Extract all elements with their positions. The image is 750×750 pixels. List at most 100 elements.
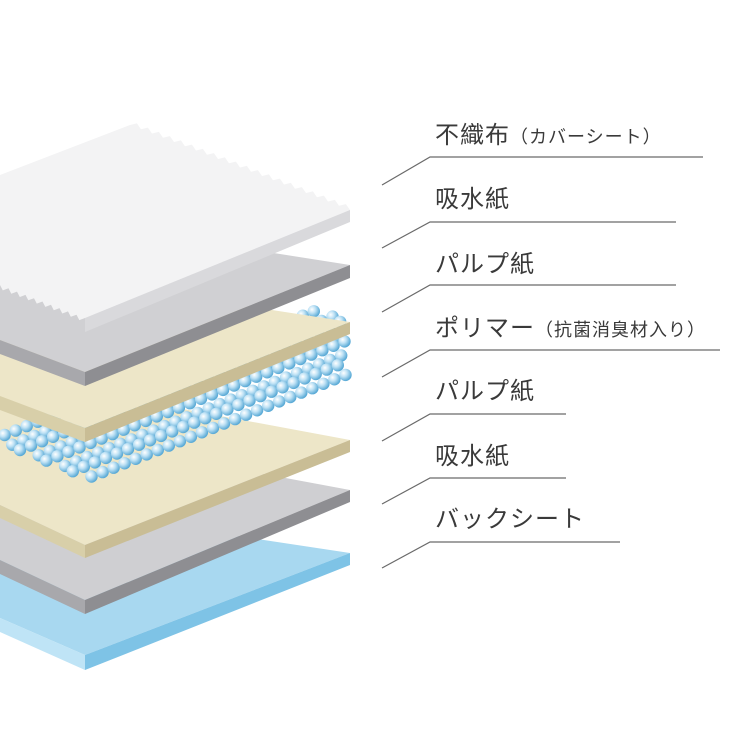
leader-line-polymer xyxy=(381,349,720,378)
polymer-bead xyxy=(283,357,296,370)
polymer-bead xyxy=(85,470,98,483)
label-polymer: ポリマー（抗菌消臭材入り） xyxy=(381,314,720,378)
polymer-bead xyxy=(51,450,64,463)
polymer-bead xyxy=(96,465,109,479)
leader-line-absorbent-paper-2 xyxy=(381,477,566,505)
polymer-bead xyxy=(9,424,22,437)
label-backsheet: バックシート xyxy=(381,505,620,569)
polymer-bead xyxy=(217,417,231,430)
polymer-bead xyxy=(262,399,275,412)
polymer-bead xyxy=(306,382,319,395)
label-polymer-sub: （抗菌消臭材入り） xyxy=(535,320,706,341)
polymer-bead xyxy=(154,429,168,443)
polymer-bead xyxy=(177,420,190,434)
polymer-bead xyxy=(243,394,256,407)
label-nonwoven-main: 不織布 xyxy=(435,121,510,149)
polymer-bead xyxy=(166,425,179,438)
layer-pulp-paper-2-left xyxy=(0,505,85,558)
polymer-bead xyxy=(206,421,220,435)
polymer-bead xyxy=(143,434,157,447)
polymer-bead xyxy=(254,389,267,403)
polymer-bead xyxy=(110,447,124,460)
label-polymer-main: ポリマー xyxy=(435,314,535,342)
polymer-bead xyxy=(228,412,242,426)
polymer-bead xyxy=(107,461,120,474)
leader-line-absorbent-paper-1 xyxy=(381,221,676,249)
polymer-bead xyxy=(305,348,318,361)
layer-stack xyxy=(0,123,352,670)
label-nonwoven: 不織布（カバーシート） xyxy=(381,121,703,186)
polymer-bead xyxy=(140,448,153,461)
polymer-bead xyxy=(99,451,113,465)
polymer-bead xyxy=(239,408,253,421)
polymer-bead xyxy=(13,443,27,457)
leader-line-nonwoven xyxy=(381,156,703,186)
polymer-bead xyxy=(294,352,307,366)
label-pulp-paper-1: パルプ紙 xyxy=(381,250,676,313)
polymer-bead xyxy=(273,395,286,408)
polymer-bead xyxy=(309,367,322,381)
polymer-bead xyxy=(298,372,311,385)
polymer-bead xyxy=(24,439,38,452)
label-absorbent-paper-2: 吸水紙 xyxy=(381,442,566,505)
polymer-bead xyxy=(35,435,49,448)
leader-line-pulp-paper-2 xyxy=(381,413,566,442)
polymer-bead xyxy=(46,430,60,443)
polymer-bead xyxy=(295,386,308,399)
polymer-bead xyxy=(210,407,223,420)
layer-backsheet-side xyxy=(85,553,350,670)
polymer-bead xyxy=(88,456,102,469)
polymer-bead xyxy=(335,349,348,362)
layer-absorbent-paper-1-left xyxy=(0,340,85,386)
polymer-bead xyxy=(0,428,11,442)
polymer-bead xyxy=(339,368,352,382)
polymer-bead xyxy=(250,404,264,417)
polymer-bead xyxy=(66,465,80,478)
layer-pulp-paper-1-left xyxy=(0,396,85,442)
polymer-bead xyxy=(129,452,142,465)
polymer-bead xyxy=(151,443,164,457)
polymer-bead xyxy=(20,419,33,433)
polymer-bead xyxy=(316,344,329,357)
layer-nonwoven-side xyxy=(85,210,350,332)
label-backsheet-main: バックシート xyxy=(435,505,585,533)
leader-line-pulp-paper-1 xyxy=(381,284,676,313)
polymer-bead xyxy=(232,398,245,412)
layer-nonwoven xyxy=(0,123,350,332)
polymer-bead xyxy=(195,426,209,439)
polymer-bead xyxy=(62,445,75,458)
polymer-bead xyxy=(276,381,289,394)
polymer-bead xyxy=(77,460,91,473)
polymer-bead xyxy=(40,454,53,467)
polymer-bead xyxy=(320,363,333,376)
polymer-bead xyxy=(162,439,175,452)
polymer-bead xyxy=(338,335,351,348)
polymer-bead xyxy=(287,376,300,390)
polymer-bead xyxy=(184,430,198,443)
label-pulp-paper-2-main: パルプ紙 xyxy=(435,377,535,405)
polymer-bead xyxy=(272,361,285,375)
polymer-bead xyxy=(221,403,234,416)
polymer-bead xyxy=(327,339,340,352)
polymer-bead xyxy=(265,385,278,398)
label-pulp-paper-2: パルプ紙 xyxy=(381,377,566,442)
polymer-bead xyxy=(132,438,146,451)
polymer-bead xyxy=(173,435,187,448)
svg-text:ポリマー（抗菌消臭材入り）: ポリマー（抗菌消臭材入り） xyxy=(435,314,706,342)
polymer-bead xyxy=(317,377,330,390)
polymer-bead xyxy=(73,441,86,454)
layer-nonwoven-top xyxy=(0,123,350,321)
polymer-bead xyxy=(307,305,320,318)
label-absorbent-paper-2-main: 吸水紙 xyxy=(435,442,510,470)
polymer-bead xyxy=(261,366,274,379)
polymer-bead xyxy=(331,359,344,372)
layer-absorbent-paper-2-left xyxy=(0,560,85,614)
polymer-bead xyxy=(239,374,252,388)
layer-pulp-paper-2-side xyxy=(85,440,350,558)
layer-absorbent-paper-2-side xyxy=(85,490,350,614)
layer-backsheet-left xyxy=(0,618,85,670)
polymer-bead xyxy=(188,416,201,429)
leader-line-backsheet xyxy=(381,541,620,569)
polymer-bead xyxy=(199,412,212,425)
